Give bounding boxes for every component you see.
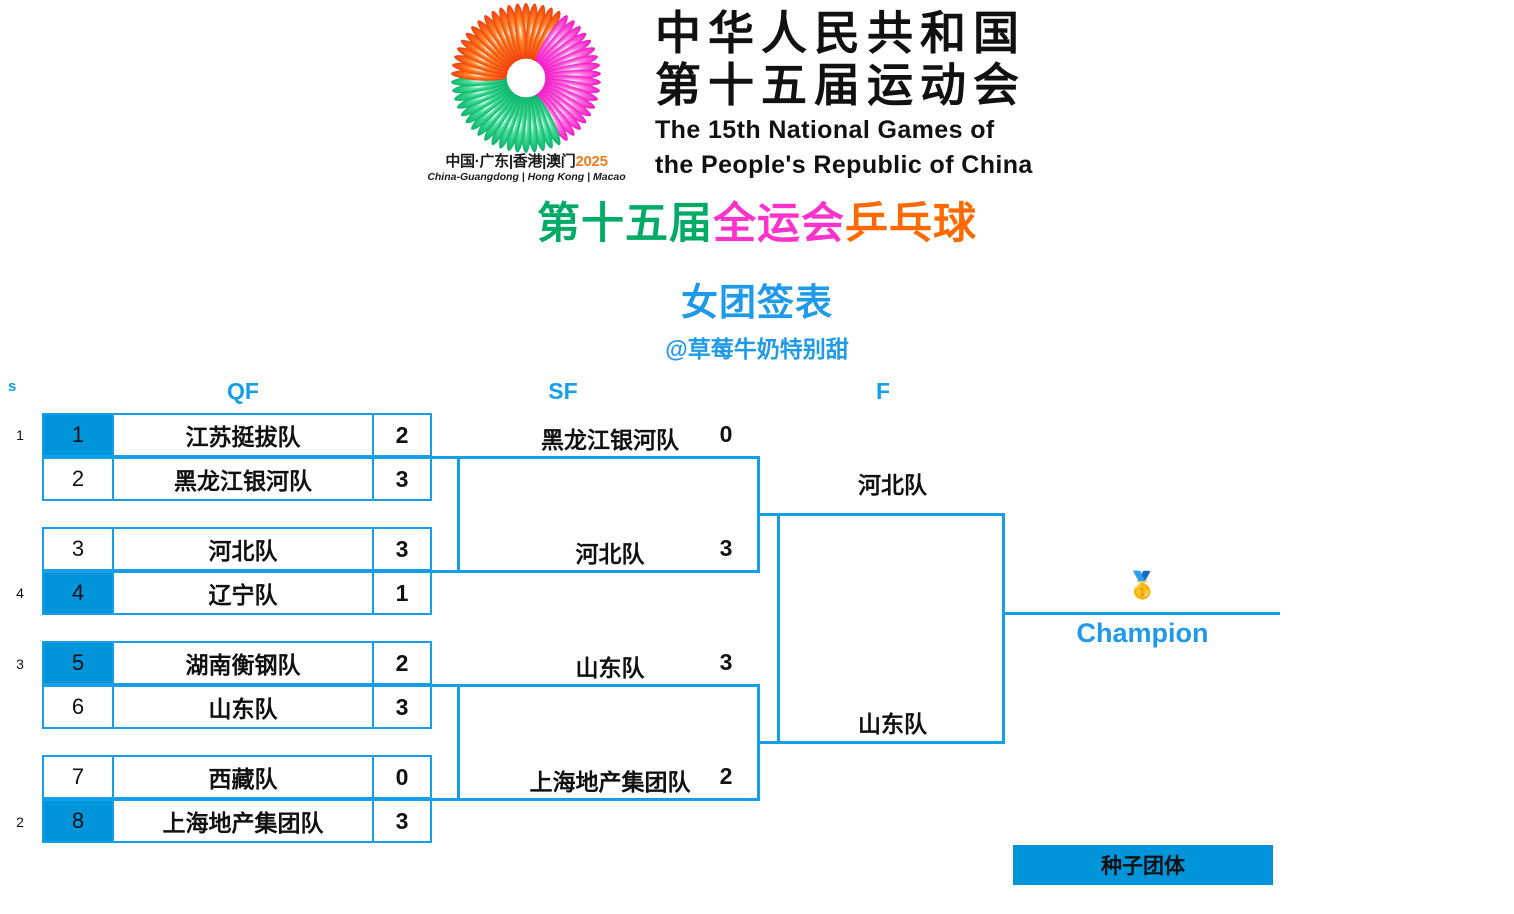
qf-draw-number: 7	[42, 755, 114, 799]
title-part-edition: 第十五届	[537, 200, 713, 248]
connector-line	[432, 684, 460, 687]
emblem-cn-line2: 第十五届运动会	[655, 58, 1026, 111]
final-team-name: 山东队	[858, 711, 927, 737]
legend-label: 种子团体	[1101, 855, 1185, 878]
sf-team-score: 3	[719, 535, 733, 561]
emblem-en-line2: the People's Republic of China	[655, 150, 1033, 179]
qf-team-name: 上海地产集团队	[114, 799, 374, 843]
connector-line	[777, 513, 780, 742]
connector-line	[757, 741, 779, 744]
qf-team-score: 3	[374, 685, 432, 729]
emblem-en-line1: The 15th National Games of	[655, 116, 995, 145]
qf-team-score: 2	[374, 413, 432, 457]
qf-team-name: 河北队	[114, 527, 374, 571]
author-handle: @草莓牛奶特别甜	[665, 336, 849, 362]
seed-column-header: s	[8, 378, 17, 395]
sf-team-score: 3	[719, 649, 733, 675]
qf-team-score: 2	[374, 641, 432, 685]
round-label-f: F	[875, 378, 891, 404]
round-label-sf: SF	[548, 378, 578, 404]
emblem-host-cn: 中国·广东|香港|澳门	[445, 153, 576, 170]
seed-rank-3: 3	[16, 656, 24, 672]
qf-team-score: 3	[374, 527, 432, 571]
seed-rank-1: 1	[16, 427, 24, 443]
connector-line	[432, 456, 460, 459]
title-part-sport: 乒乓球	[845, 200, 977, 248]
connector-line	[1002, 513, 1005, 742]
champion-line	[1002, 612, 1280, 615]
sf-team-score: 0	[719, 421, 733, 447]
qf-team-name: 西藏队	[114, 755, 374, 799]
qf-team-name: 辽宁队	[114, 571, 374, 615]
connector-line	[777, 513, 1005, 516]
connector-line	[457, 456, 460, 573]
emblem-host-en: China-Guangdong | Hong Kong | Macao	[427, 171, 626, 183]
qf-team-name: 湖南衡钢队	[114, 641, 374, 685]
sf-team-name: 上海地产集团队	[529, 769, 691, 795]
connector-line	[457, 684, 760, 687]
seed-rank-2: 2	[16, 814, 24, 830]
champion-label: Champion	[1076, 618, 1209, 648]
qf-team-name: 黑龙江银河队	[114, 457, 374, 501]
emblem-subtitle: 中国·广东|香港|澳门2025 China-Guangdong | Hong K…	[424, 154, 629, 183]
seed-rank-4: 4	[16, 585, 24, 601]
games-emblem: (function(){ var g = document.getElement…	[422, 2, 632, 192]
page-title: 第十五届全运会乒乓球	[0, 200, 1514, 249]
sf-team-score: 2	[719, 763, 733, 789]
emblem-burst-icon	[451, 3, 601, 153]
gold-medal-icon: 🥇	[1126, 570, 1159, 600]
sf-team-name: 河北队	[575, 541, 645, 567]
connector-line	[432, 570, 460, 573]
qf-draw-number: 4	[42, 571, 114, 615]
qf-team-score: 0	[374, 755, 432, 799]
connector-line	[457, 456, 760, 459]
connector-line	[457, 570, 760, 573]
qf-team-score: 3	[374, 457, 432, 501]
page-subtitle: 女团签表	[681, 282, 833, 323]
connector-line	[777, 741, 1005, 744]
emblem-wordmark: 中华人民共和国 第十五届运动会 The 15th National Games …	[655, 7, 1095, 180]
qf-team-name: 山东队	[114, 685, 374, 729]
qf-team-score: 3	[374, 799, 432, 843]
connector-line	[457, 684, 460, 801]
qf-draw-number: 1	[42, 413, 114, 457]
qf-draw-number: 3	[42, 527, 114, 571]
round-label-qf: QF	[227, 378, 259, 404]
page-header: (function(){ var g = document.getElement…	[0, 0, 1514, 200]
connector-line	[432, 798, 460, 801]
connector-line	[757, 513, 779, 516]
sf-team-name: 黑龙江银河队	[541, 427, 679, 453]
final-team-name: 河北队	[858, 472, 927, 498]
qf-team-score: 1	[374, 571, 432, 615]
qf-team-name: 江苏挺拔队	[114, 413, 374, 457]
emblem-year: 2025	[575, 153, 608, 170]
sf-team-name: 山东队	[575, 655, 645, 681]
qf-draw-number: 5	[42, 641, 114, 685]
qf-draw-number: 8	[42, 799, 114, 843]
emblem-cn-line1: 中华人民共和国	[655, 7, 1026, 59]
legend-seeded-teams: 种子团体	[1013, 845, 1273, 885]
qf-draw-number: 2	[42, 457, 114, 501]
qf-draw-number: 6	[42, 685, 114, 729]
title-part-games: 全运会	[713, 200, 845, 248]
connector-line	[457, 798, 760, 801]
